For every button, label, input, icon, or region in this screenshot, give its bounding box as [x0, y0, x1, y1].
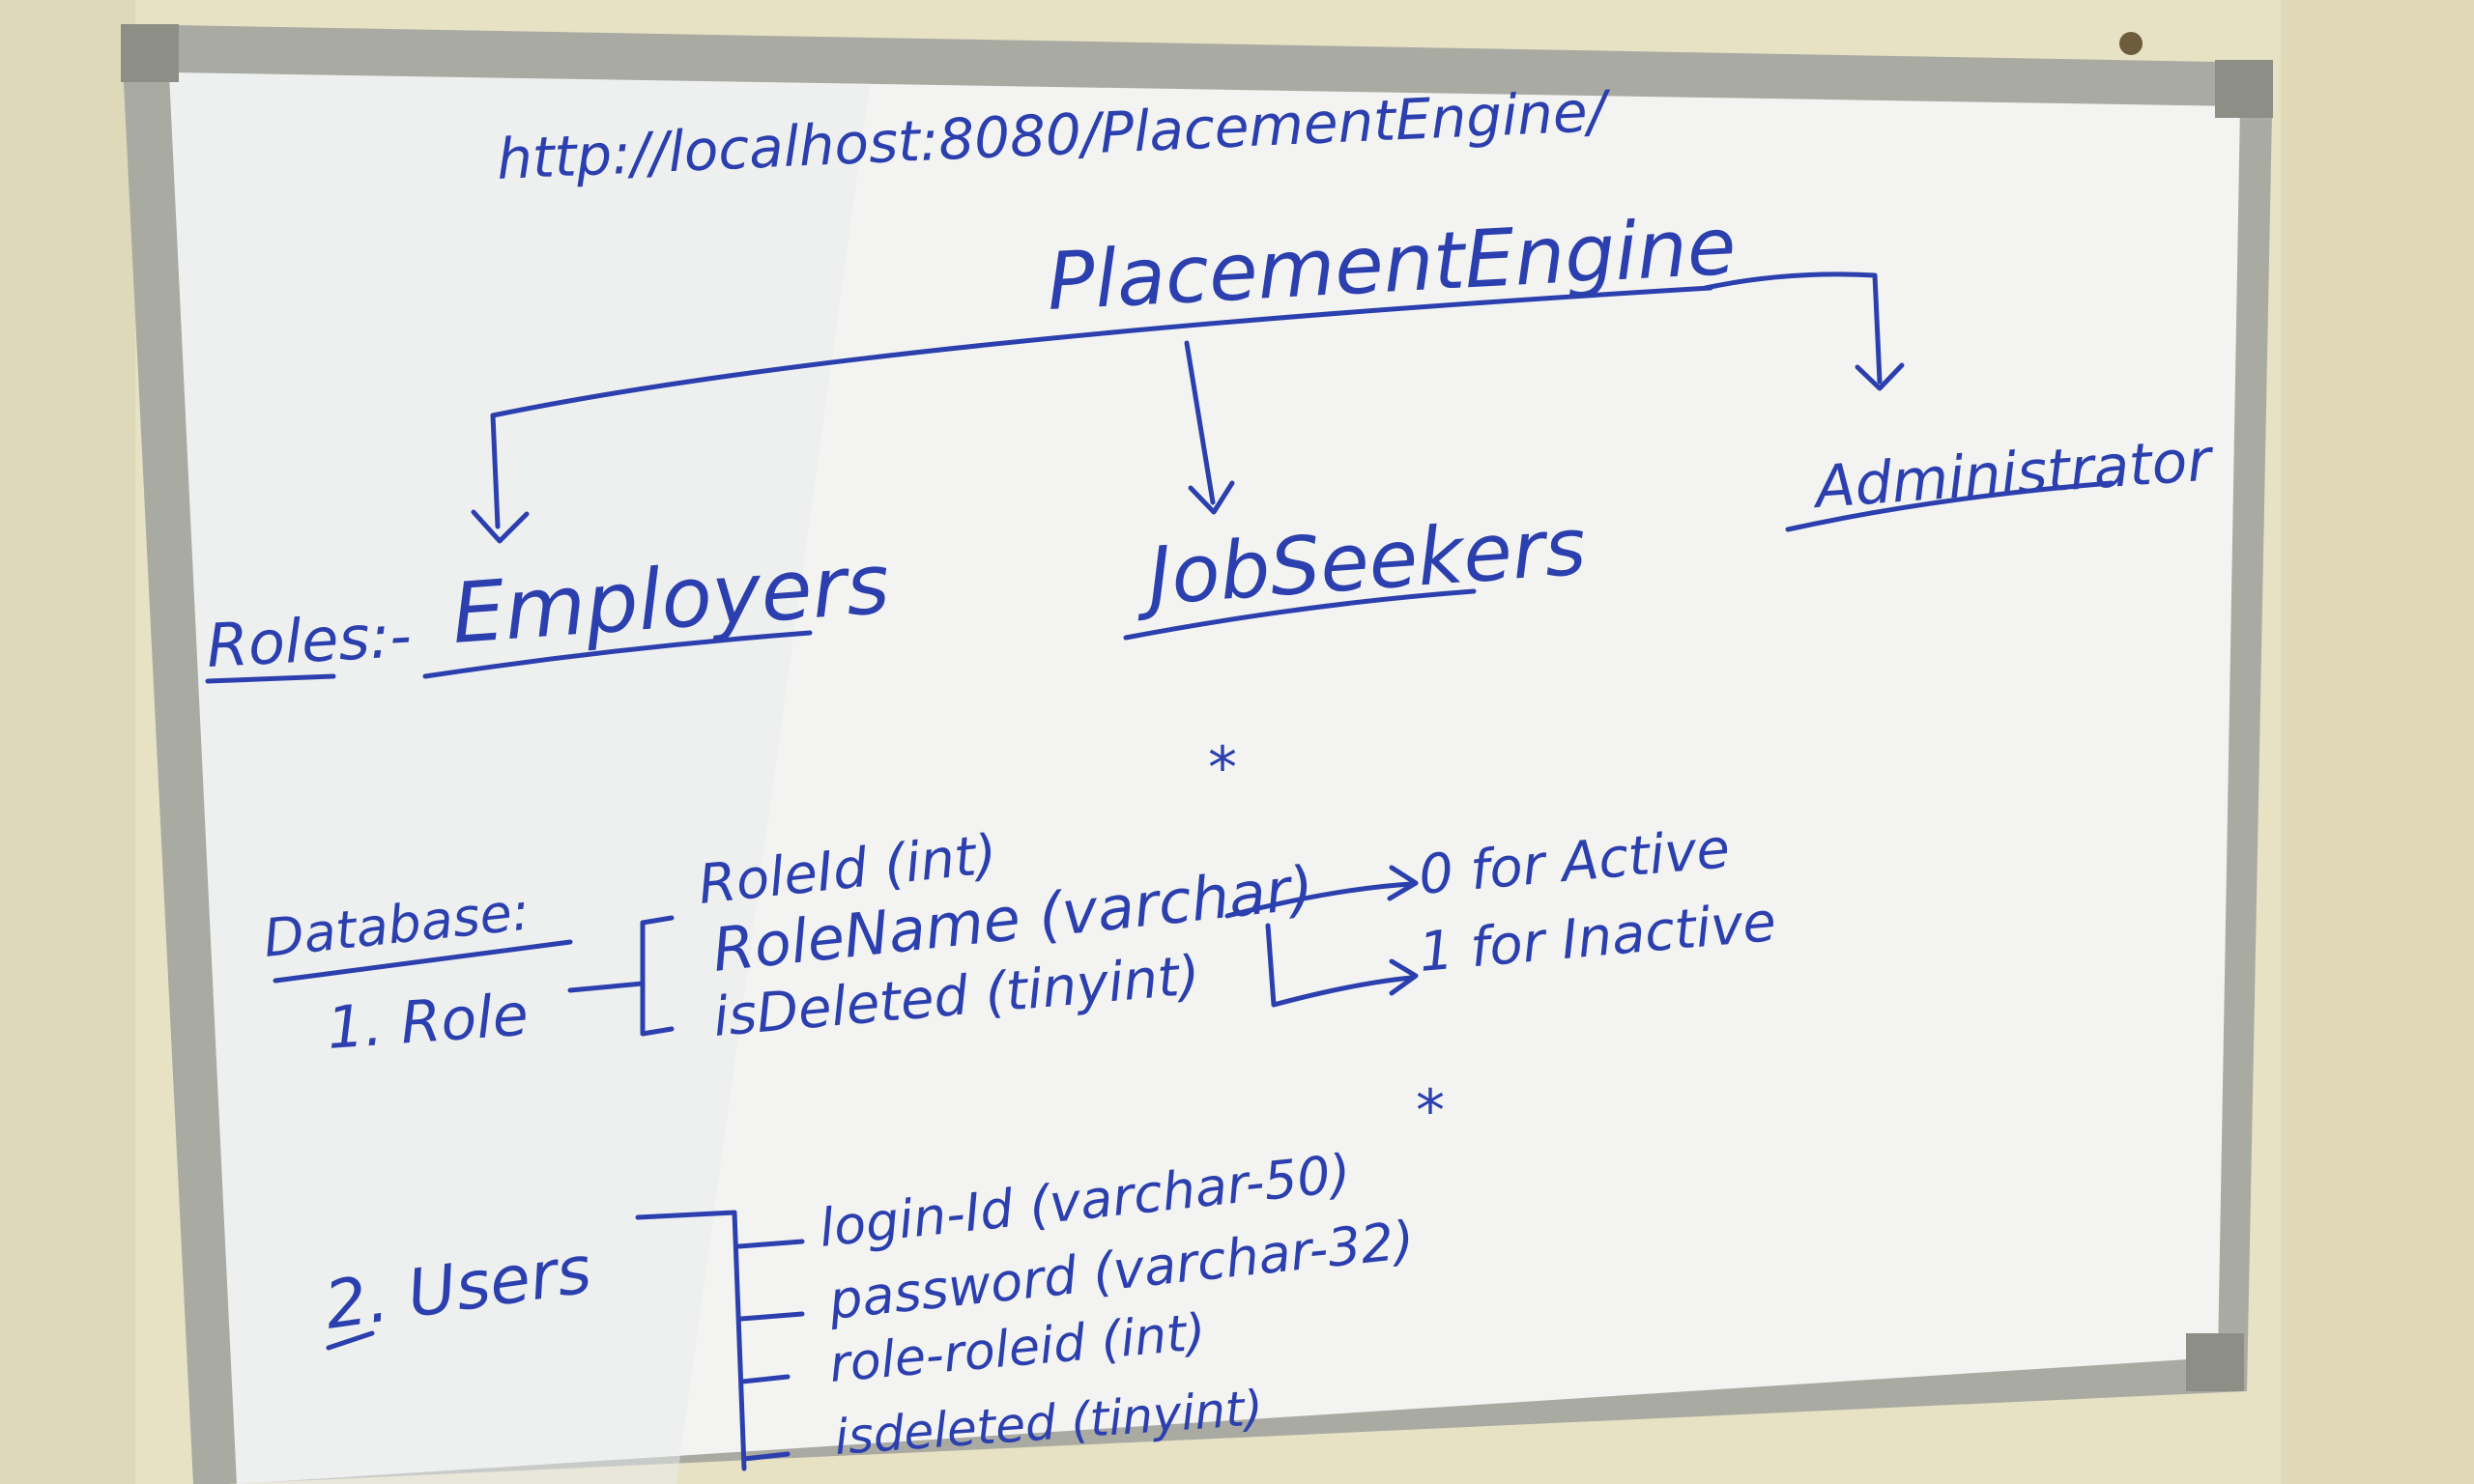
underline-roles — [205, 673, 336, 684]
frame-corner-tr — [2215, 60, 2273, 118]
users-branch-3 — [739, 1374, 791, 1384]
asterisk-mark-1: * — [1208, 734, 1237, 802]
frame-corner-br — [2186, 1333, 2244, 1391]
isdeleted-arrow-inactive — [1265, 923, 1414, 1008]
board-glare — [169, 72, 870, 1484]
tree-mid-arrowhead — [1188, 480, 1235, 515]
roles-label: Roles:- — [205, 600, 413, 681]
role-bracket — [640, 915, 675, 1037]
users-branch-2 — [738, 1311, 805, 1322]
tree-right-arrowhead — [1855, 362, 1905, 391]
tree-left-arrowhead — [471, 509, 530, 544]
wall-nail — [2119, 32, 2143, 55]
users-connector — [635, 1210, 737, 1220]
isdeleted-arrowhead-active — [1387, 865, 1419, 901]
marker-lines — [205, 271, 2114, 1471]
wall-shadow-left — [0, 0, 135, 1484]
tree-mid-drop — [1184, 340, 1216, 505]
underline-users-number — [326, 1330, 375, 1351]
users-branch-1 — [736, 1239, 805, 1249]
role-connector — [567, 981, 646, 993]
frame-corner-tl — [121, 24, 179, 82]
asterisk-mark-2: * — [1416, 1077, 1445, 1145]
tree-right-branch — [1703, 271, 1883, 385]
isdeleted-arrowhead-inactive — [1389, 958, 1419, 996]
underline-jobseekers — [1123, 588, 1477, 641]
wall-shadow-right — [2281, 0, 2474, 1484]
users-stem — [732, 1210, 747, 1471]
isdeleted-arrow-active — [1224, 881, 1414, 919]
underline-database — [273, 939, 573, 984]
underline-administrator — [1785, 480, 2114, 532]
role-table-name: 1. Role — [325, 982, 531, 1063]
users-branch-4 — [741, 1451, 791, 1462]
tree-left-drop — [490, 413, 501, 529]
tree-main-line — [490, 285, 1713, 418]
underline-employers — [422, 630, 813, 679]
